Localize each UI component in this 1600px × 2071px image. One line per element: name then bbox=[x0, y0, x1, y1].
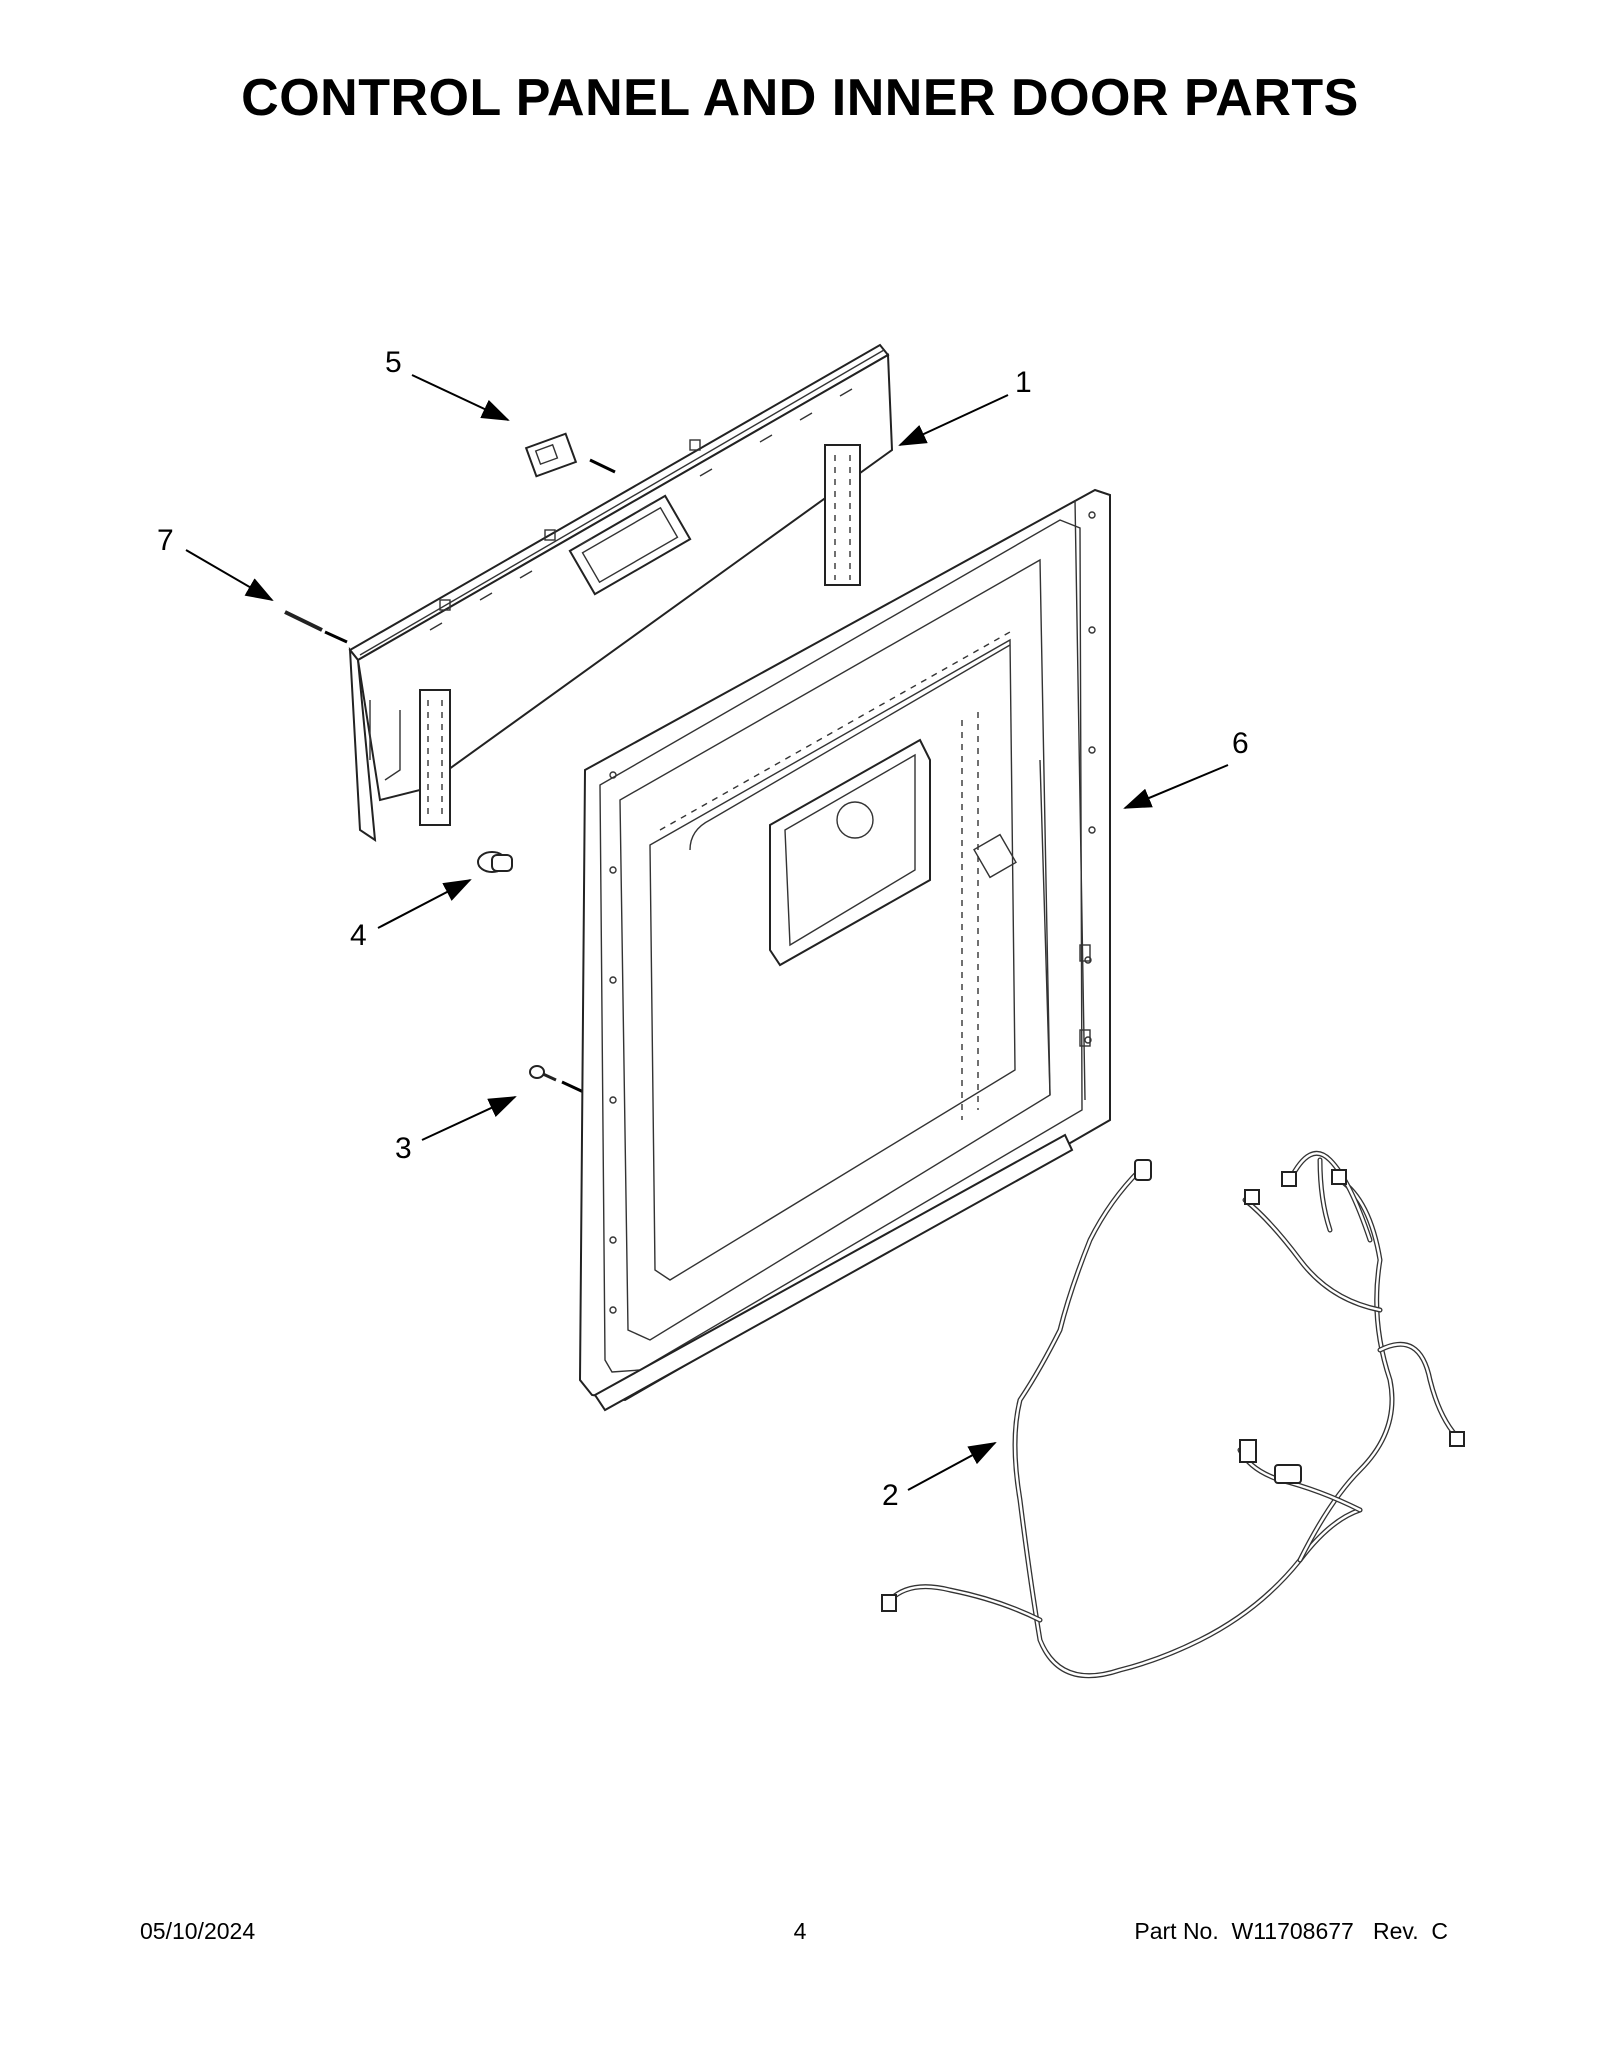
footer-date: 05/10/2024 bbox=[140, 1918, 256, 1944]
page-title: CONTROL PANEL AND INNER DOOR PARTS bbox=[241, 69, 1359, 127]
callout-arrow-1 bbox=[898, 394, 1009, 446]
callout-arrow-2 bbox=[907, 1442, 997, 1491]
footer-part-number: Part No. W11708677 Rev. C bbox=[1134, 1918, 1448, 1944]
callout-2: 2 bbox=[882, 1479, 899, 1512]
switch-part bbox=[524, 432, 616, 478]
callout-arrow-5 bbox=[411, 374, 510, 421]
callout-arrow-3 bbox=[421, 1096, 517, 1141]
callout-arrow-4 bbox=[377, 879, 472, 929]
screw-part-7 bbox=[284, 610, 348, 644]
callout-4: 4 bbox=[350, 919, 367, 952]
control-panel bbox=[348, 343, 894, 842]
inner-door bbox=[578, 488, 1111, 1412]
callout-7: 7 bbox=[157, 524, 174, 557]
callout-3: 3 bbox=[395, 1132, 412, 1165]
bumper-part bbox=[477, 851, 513, 873]
callout-5: 5 bbox=[385, 346, 402, 379]
callout-arrow-7 bbox=[185, 549, 274, 602]
screw-part-3 bbox=[529, 1065, 591, 1097]
callout-1: 1 bbox=[1015, 366, 1032, 399]
callout-6: 6 bbox=[1232, 727, 1249, 760]
callout-arrow-6 bbox=[1123, 764, 1229, 809]
footer-page-number: 4 bbox=[793, 1918, 807, 1944]
wire-harness bbox=[881, 1150, 1465, 1679]
